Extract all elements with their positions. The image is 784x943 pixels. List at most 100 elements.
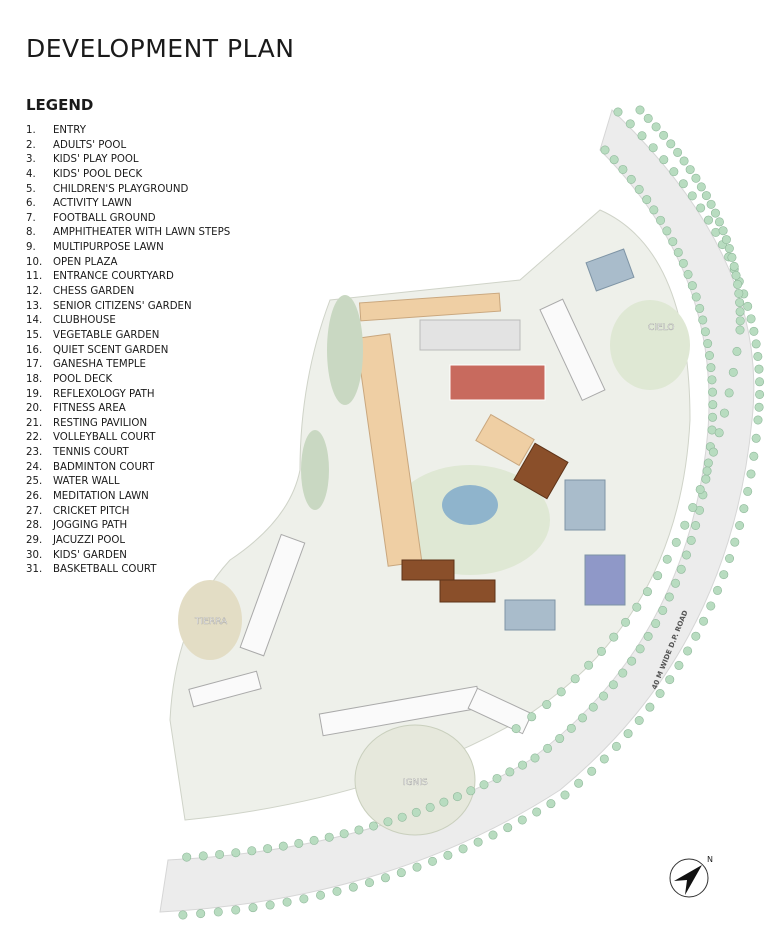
legend-item-label: KIDS' PLAY POOL xyxy=(53,154,139,166)
legend-item-number: 25. xyxy=(26,476,43,488)
legend-item-label: ENTRY xyxy=(53,125,86,136)
tree xyxy=(231,848,241,858)
tree xyxy=(213,907,223,917)
parking xyxy=(419,319,521,351)
legend-item-number: 23. xyxy=(26,447,43,459)
tree xyxy=(664,592,674,602)
tree xyxy=(680,520,690,530)
legend-item-label: JOGGING PATH xyxy=(53,520,128,532)
legend-item-label: JACUZZI POOL xyxy=(53,534,126,546)
tree xyxy=(719,408,729,418)
tree xyxy=(708,400,718,410)
tree xyxy=(683,269,693,279)
tree xyxy=(735,307,745,317)
tree xyxy=(691,521,701,531)
legend-item-number: 26. xyxy=(26,491,43,503)
tree xyxy=(643,631,653,641)
tree xyxy=(727,252,737,262)
ignis-circle xyxy=(354,724,476,836)
tree xyxy=(642,195,652,205)
tree xyxy=(701,474,711,484)
legend-item-label: CLUBHOUSE xyxy=(53,315,116,327)
legend-item-number: 22. xyxy=(26,432,43,444)
legend-item: 15.VEGETABLE GARDEN xyxy=(26,329,230,344)
legend-item: 18.POOL DECK xyxy=(26,373,230,388)
compass-north-label: N xyxy=(707,855,713,864)
tree xyxy=(532,807,542,817)
tree xyxy=(659,155,669,165)
tree xyxy=(714,217,724,227)
legend-item: 30.KIDS' GARDEN xyxy=(26,549,230,564)
legend-item-number: 24. xyxy=(26,461,43,473)
tree xyxy=(735,298,745,308)
tree xyxy=(473,837,483,847)
tree xyxy=(751,433,761,443)
tree xyxy=(511,724,521,734)
tree xyxy=(396,868,406,878)
legend-item-label: GANESHA TEMPLE xyxy=(53,359,146,371)
legend-item-label: KIDS' POOL DECK xyxy=(53,168,143,180)
tree xyxy=(668,237,678,247)
tree xyxy=(754,402,764,412)
tree xyxy=(530,753,540,763)
legend-item-number: 19. xyxy=(26,388,43,400)
legend-item-number: 11. xyxy=(26,271,43,283)
legend-item-label: KIDS' GARDEN xyxy=(53,549,127,561)
tree xyxy=(443,850,453,860)
tree xyxy=(721,235,731,245)
tree xyxy=(706,199,716,209)
tree xyxy=(178,910,188,920)
tree xyxy=(546,799,556,809)
tree xyxy=(555,734,565,744)
legend-item-label: FOOTBALL GROUND xyxy=(53,212,156,224)
legend-item: 12.CHESS GARDEN xyxy=(26,285,230,300)
tree xyxy=(698,315,708,325)
tree xyxy=(706,363,716,373)
legend-item: 29. JACUZZI POOL xyxy=(26,534,230,549)
tree xyxy=(411,807,421,817)
legend-item: 1.ENTRY xyxy=(26,124,230,139)
tree xyxy=(679,156,689,166)
legend-item-number: 3. xyxy=(26,154,36,166)
legend-item-number: 7. xyxy=(26,212,36,224)
tree xyxy=(339,829,349,839)
legend-item: 20.FITNESS AREA xyxy=(26,402,230,417)
legend-item: 19. REFLEXOLOGY PATH xyxy=(26,388,230,403)
zone-label-ignis: IGNIS xyxy=(403,778,428,788)
tree xyxy=(708,387,718,397)
legend-item: 31.BASKETBALL COURT xyxy=(26,563,230,578)
tree xyxy=(732,346,742,356)
legend-item-number: 9. xyxy=(26,242,36,254)
legend-item-label: CHILDREN'S PLAYGROUND xyxy=(53,183,189,195)
tree xyxy=(596,646,606,656)
tree xyxy=(425,802,435,812)
tree xyxy=(714,428,724,438)
legend-item-label: REFLEXOLOGY PATH xyxy=(53,388,155,400)
legend-item-number: 6. xyxy=(26,198,36,210)
tree xyxy=(708,412,718,422)
legend-item-number: 20. xyxy=(26,403,43,415)
legend-item: 26.MEDITATION LAWN xyxy=(26,490,230,505)
tree xyxy=(611,741,621,751)
tree xyxy=(198,851,208,861)
tree xyxy=(543,743,553,753)
legend-item-number: 10. xyxy=(26,256,43,268)
legend-item-number: 27. xyxy=(26,505,43,517)
tree xyxy=(676,564,686,574)
legend-item: 25.WATER WALL xyxy=(26,475,230,490)
tree xyxy=(584,660,594,670)
legend-item: 2.ADULTS' POOL xyxy=(26,139,230,154)
legend-item-number: 13. xyxy=(26,300,43,312)
tree xyxy=(645,702,655,712)
tree xyxy=(681,550,691,560)
tree xyxy=(458,844,468,854)
legend-item: 7. FOOTBALL GROUND xyxy=(26,212,230,227)
tree xyxy=(517,815,527,825)
tree xyxy=(704,351,714,361)
tree xyxy=(488,830,498,840)
legend-item: 27.CRICKET PITCH xyxy=(26,505,230,520)
legend-item-number: 29. xyxy=(26,534,43,546)
legend-item-number: 31. xyxy=(26,564,43,576)
tree xyxy=(651,619,661,629)
tree xyxy=(688,503,698,513)
